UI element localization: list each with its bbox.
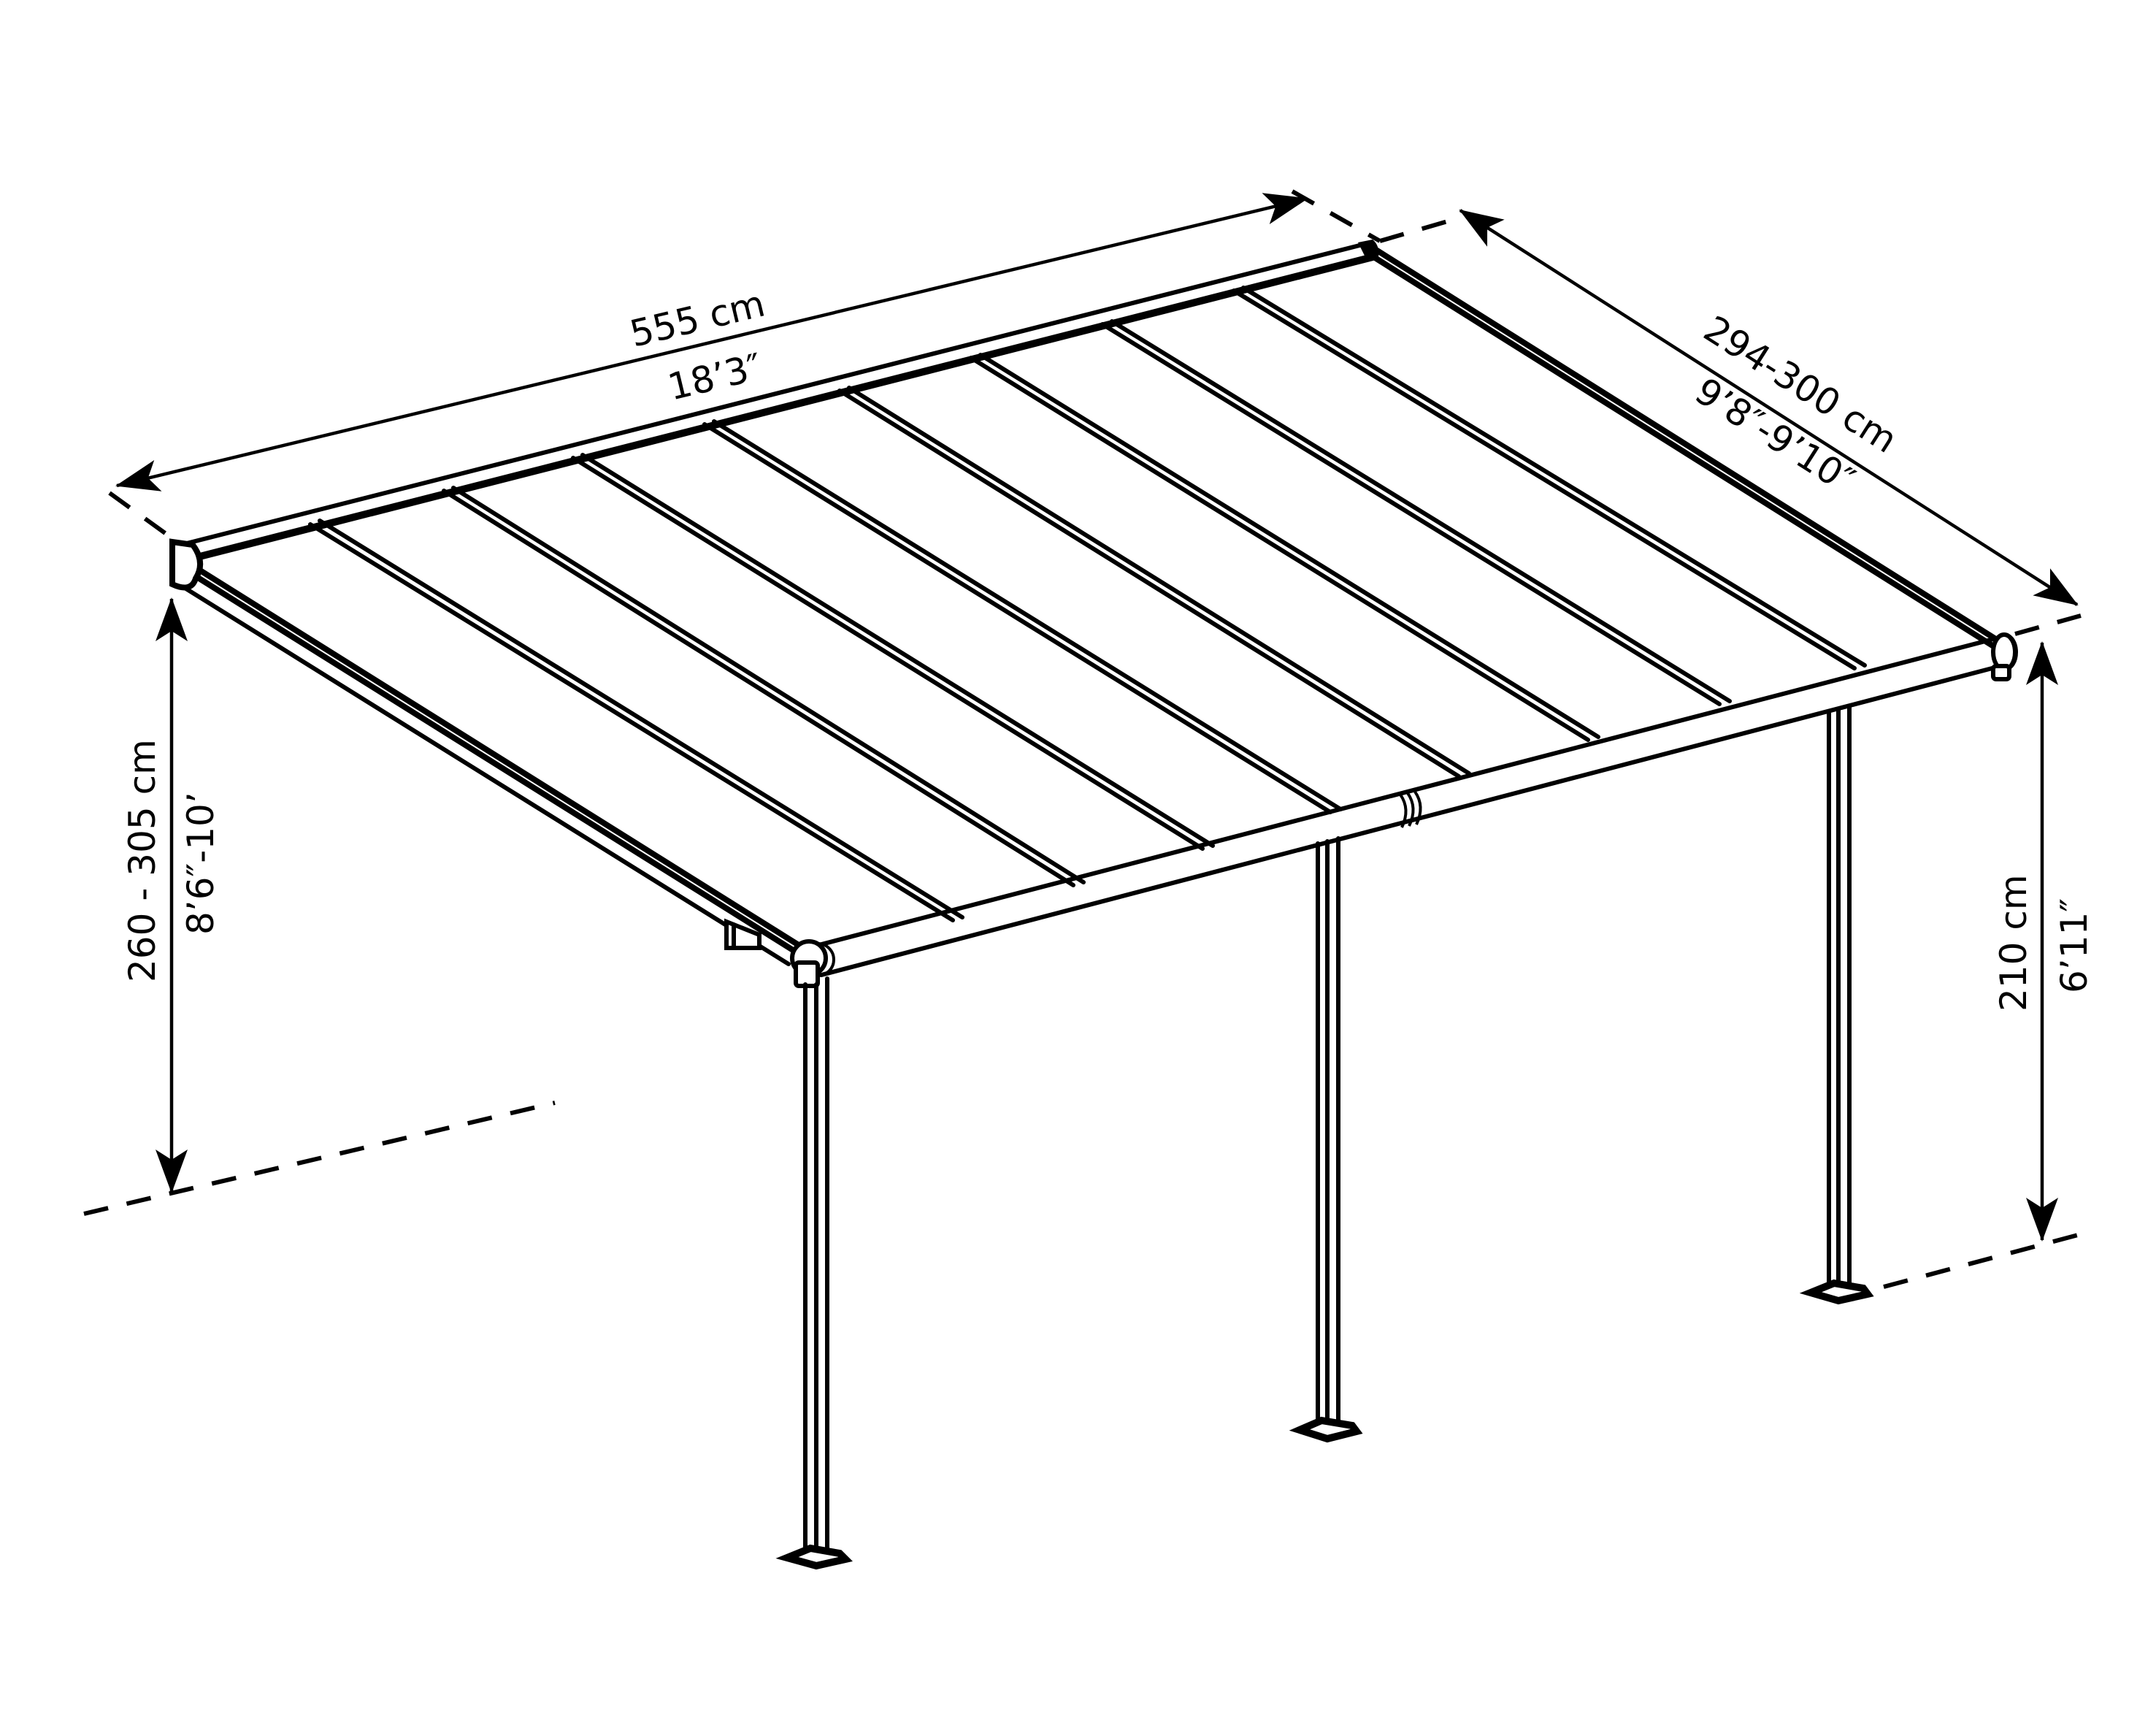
wall-height-imperial-label: 8’6″-10’ xyxy=(180,792,222,935)
roof-rafters xyxy=(308,286,1867,922)
rafter-1 xyxy=(308,519,964,922)
base-plate-front-right xyxy=(1799,1279,1874,1305)
left-end-cap xyxy=(169,538,203,591)
rafter-8 xyxy=(1232,286,1867,670)
post-front-left xyxy=(775,976,853,1570)
gutter-bracket xyxy=(724,918,761,950)
width-extension-right xyxy=(1291,189,1381,243)
right-wall-cap xyxy=(1358,240,1379,257)
width-dimension-line xyxy=(115,193,1308,492)
post-front-right xyxy=(1799,705,1874,1305)
rafter-3 xyxy=(571,453,1215,851)
depth-extension-top xyxy=(1379,215,1461,243)
base-plate-middle xyxy=(1289,1416,1363,1443)
front-left-corner-cap xyxy=(790,939,835,988)
front-height-dimension: 210 cm 6’11″ xyxy=(1883,641,2095,1289)
right-side-rafter xyxy=(1366,245,2007,653)
front-beam xyxy=(808,635,2004,977)
wall-rail xyxy=(173,242,1376,565)
depth-extension-bottom xyxy=(2014,613,2082,636)
rafter-5 xyxy=(837,386,1471,779)
width-dimension: 555 cm 18’3″ xyxy=(108,189,1381,543)
rafter-6 xyxy=(969,353,1600,742)
front-right-corner-cap xyxy=(1991,632,2018,681)
rafter-7 xyxy=(1100,319,1732,706)
posts xyxy=(775,705,1874,1570)
roof xyxy=(169,240,2018,988)
rafter-2 xyxy=(442,486,1086,887)
wall-height-dimension: 260 - 305 cm 8’6″-10’ xyxy=(83,597,556,1216)
rafter-4 xyxy=(702,419,1343,814)
post-middle xyxy=(1289,836,1363,1443)
left-side-rafter xyxy=(177,559,811,966)
depth-dimension-line xyxy=(1459,209,2079,606)
beam-joint-coupler xyxy=(1399,790,1422,828)
wall-height-metric-label: 260 - 305 cm xyxy=(121,739,164,982)
front-height-metric-label: 210 cm xyxy=(1992,874,2035,1011)
width-extension-left xyxy=(108,491,177,543)
ground-line-left xyxy=(83,1101,556,1216)
front-height-imperial-label: 6’11″ xyxy=(2053,898,2095,993)
base-plate-front-left xyxy=(775,1544,853,1570)
ground-line-right xyxy=(1883,1232,2082,1289)
depth-dimension: 294-300 cm 9’8″-9’10″ xyxy=(1379,209,2082,636)
